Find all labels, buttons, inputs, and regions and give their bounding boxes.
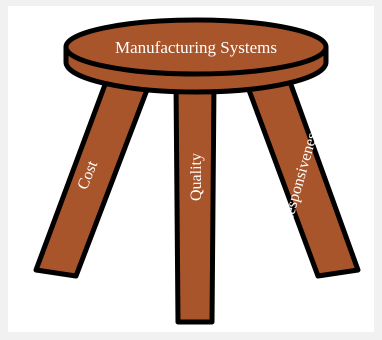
stool-seat-top: [63, 17, 329, 77]
leg-label-quality: Quality: [188, 153, 205, 201]
stool-leg-middle: [173, 79, 217, 325]
seat-label: Manufacturing Systems: [115, 38, 277, 57]
